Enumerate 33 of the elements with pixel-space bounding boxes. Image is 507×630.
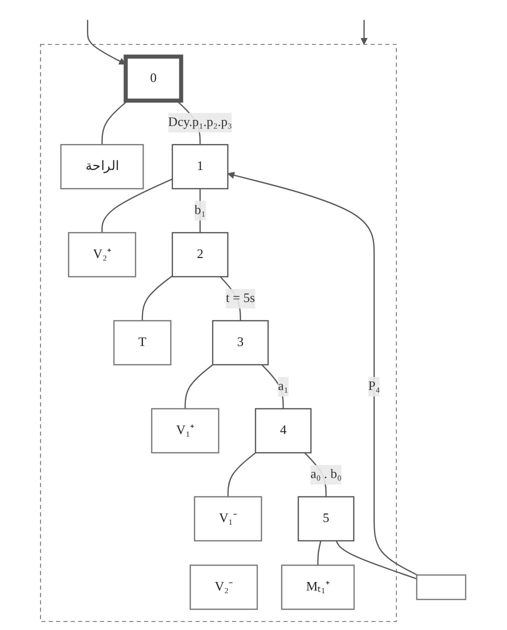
connector (185, 364, 214, 409)
node-box: Mₜ₁⁺ (282, 564, 356, 610)
connector (336, 540, 418, 580)
node-box: الراحة (60, 144, 144, 190)
node-box: V₁⁺ (152, 408, 220, 454)
arrow (87, 20, 126, 65)
node-box: 1 (172, 144, 229, 190)
node-box: 3 (212, 320, 270, 366)
edge-label: b₁ (194, 203, 206, 218)
connector (142, 275, 174, 321)
connector (318, 540, 322, 566)
node-box: V₂⁻ (190, 564, 258, 610)
node-box: 2 (172, 232, 229, 278)
node-box: 0 (124, 54, 184, 103)
node-box: T (114, 320, 172, 366)
edge-label: P₄ (368, 379, 380, 394)
edge-label: a₀ . b₀ (310, 467, 342, 482)
node-box (416, 574, 467, 600)
node-box: V₂⁺ (68, 232, 137, 278)
edge-label: a₁ (278, 379, 289, 394)
connector (228, 452, 256, 497)
connector (102, 100, 129, 145)
edge-label: Dcy.p₁.p₂.p₃ (168, 115, 232, 130)
node-box: 5 (298, 496, 355, 542)
edge-label: t = 5s (226, 291, 256, 306)
cluster (40, 44, 398, 622)
node-box: V₁⁻ (194, 496, 263, 542)
connector (262, 364, 284, 409)
connector (102, 178, 174, 233)
connector (200, 188, 202, 233)
arrow (228, 172, 418, 576)
arrow (360, 20, 368, 45)
node-box: 4 (255, 408, 312, 454)
